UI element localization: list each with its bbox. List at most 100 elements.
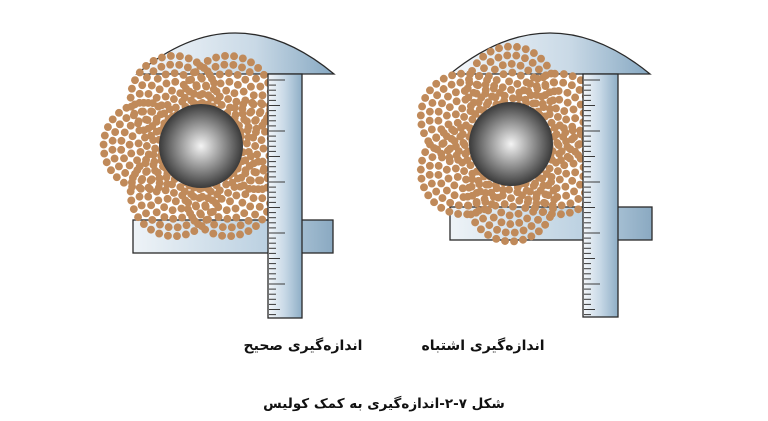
wire	[213, 190, 222, 199]
wire	[197, 222, 206, 230]
wire	[178, 191, 187, 200]
wire	[125, 140, 134, 149]
wire	[454, 201, 463, 210]
wire	[233, 80, 242, 89]
wire	[416, 165, 425, 174]
wire	[497, 208, 506, 217]
wire	[259, 144, 268, 153]
wire	[127, 149, 136, 158]
wire	[164, 231, 172, 240]
wire	[507, 59, 516, 68]
wire	[508, 68, 517, 77]
wire	[418, 102, 427, 111]
wire	[533, 74, 542, 83]
wire	[562, 169, 571, 178]
wire	[519, 235, 527, 244]
scale-ticks	[269, 79, 285, 316]
wire	[546, 97, 555, 106]
wire	[245, 161, 254, 170]
wire	[120, 154, 128, 163]
wire	[442, 186, 451, 195]
wire	[141, 159, 150, 168]
wire	[424, 137, 433, 146]
wire	[445, 153, 454, 162]
wire	[148, 215, 157, 224]
wire	[490, 65, 499, 74]
wire	[512, 51, 521, 60]
wire	[505, 211, 514, 220]
wire	[168, 86, 176, 95]
wire	[541, 80, 550, 89]
wire	[438, 194, 447, 203]
wire	[437, 125, 446, 134]
wire	[444, 92, 452, 101]
label-correct-measurement: اندازه‌گیری صحیح	[243, 338, 363, 354]
wire	[487, 188, 496, 197]
wire	[246, 202, 255, 211]
wire	[138, 81, 147, 90]
wire	[438, 139, 447, 148]
wire	[486, 47, 495, 56]
wire	[192, 202, 200, 211]
wire	[557, 210, 565, 219]
wire	[236, 221, 245, 230]
caliper-correct	[99, 32, 336, 319]
wire	[472, 89, 481, 98]
figure-caption: شکل ۷-۲-اندازه‌گیری به کمک کولیس	[263, 396, 505, 412]
wire	[233, 174, 242, 183]
wire	[514, 209, 523, 218]
wire	[432, 187, 441, 196]
wire	[179, 71, 188, 79]
wire	[499, 186, 507, 194]
wire	[450, 181, 459, 190]
wire	[428, 99, 437, 107]
wire	[568, 122, 577, 131]
wire	[547, 118, 556, 127]
caliper-main-scale	[267, 73, 303, 319]
wire	[163, 101, 172, 109]
wire	[421, 148, 430, 157]
wire	[550, 69, 559, 78]
wire	[503, 51, 512, 60]
wire	[559, 78, 568, 87]
caliper-main-scale	[582, 73, 619, 318]
wire	[513, 43, 521, 51]
wire	[459, 138, 468, 147]
wire	[506, 220, 515, 229]
wire	[484, 72, 493, 81]
wire	[249, 194, 258, 203]
wire	[532, 199, 541, 208]
wire	[568, 72, 577, 81]
wire	[571, 168, 580, 177]
wire	[240, 115, 249, 124]
wire	[547, 177, 556, 186]
wire	[241, 169, 250, 178]
wire	[137, 107, 146, 116]
wire	[203, 56, 212, 65]
wire	[467, 182, 476, 191]
wire	[519, 226, 528, 235]
wire	[184, 198, 193, 207]
wire	[553, 112, 562, 121]
wire	[552, 130, 561, 139]
wire	[226, 103, 234, 112]
wire	[251, 116, 260, 125]
wire	[462, 175, 470, 184]
wire	[494, 53, 503, 62]
wire	[120, 178, 128, 187]
wire	[142, 115, 150, 124]
wire	[516, 61, 525, 70]
wire	[438, 99, 446, 108]
wire	[242, 139, 251, 148]
wire	[437, 179, 446, 188]
wire	[251, 210, 260, 219]
wire	[260, 70, 268, 79]
wire	[575, 85, 584, 94]
wire	[421, 94, 430, 102]
wire	[241, 190, 250, 199]
wire	[537, 92, 546, 101]
wire	[260, 127, 269, 136]
wire	[171, 103, 180, 112]
wire	[257, 136, 266, 145]
